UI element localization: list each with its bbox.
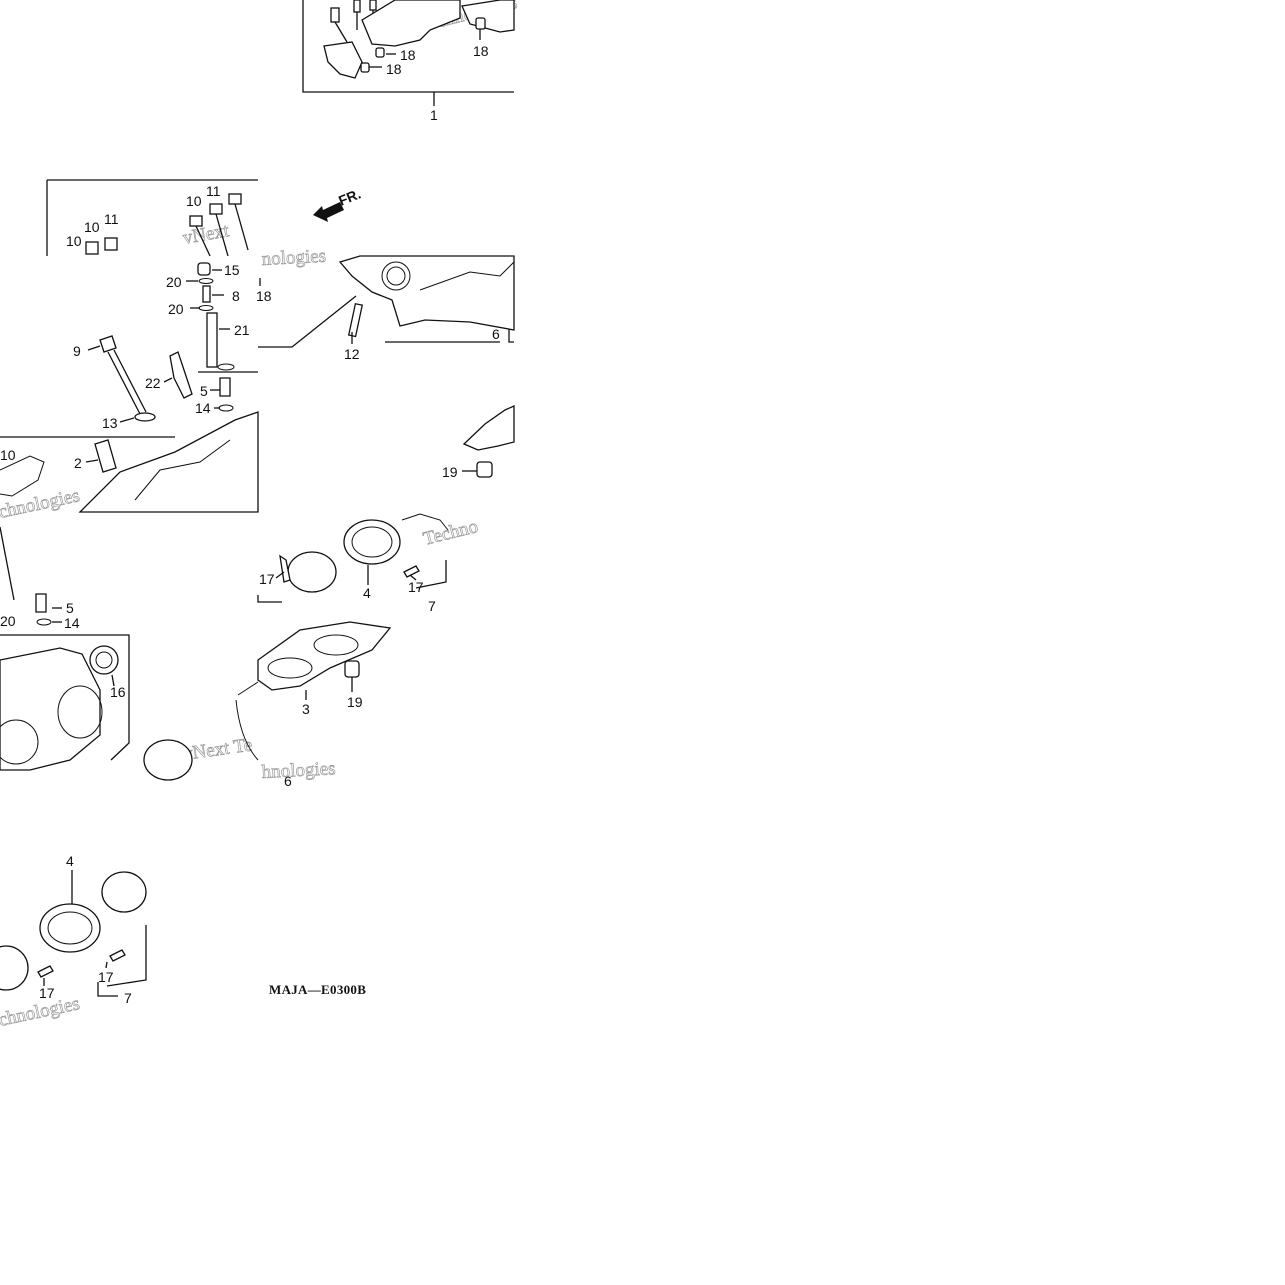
callout-18: 18 [256,288,272,304]
callout-19: 19 [347,694,363,710]
frame-lines [0,0,514,997]
callout-12: 12 [344,346,360,362]
bolt [109,949,126,962]
callout-22: 22 [145,375,161,391]
bolt [403,565,420,578]
cam-bracket-left [323,41,363,79]
callout-14: 14 [64,615,80,631]
callout-3: 3 [302,701,310,717]
callout-7: 7 [124,990,132,1006]
callout-7: 7 [428,598,436,614]
callout-18: 18 [386,61,402,77]
dowel-pin [375,47,385,58]
cam-holder-top [361,0,461,47]
callout-17: 17 [39,985,55,1001]
callout-16: 16 [110,684,126,700]
watermark-text: Techno [421,516,480,550]
oil-seal [89,645,119,675]
drawing-code: MAJA—E0300B [269,982,366,997]
cylinder-head-rear [338,255,515,331]
dowel-pin [360,62,370,73]
callout-8: 8 [232,288,240,304]
temperature-sensor [219,377,231,397]
callout-18: 18 [473,43,489,59]
callout-15: 15 [224,262,240,278]
callout-4: 4 [363,585,371,601]
dowel-pin [344,660,360,678]
callout-10: 10 [0,447,16,463]
hose-clamp [0,945,29,991]
hose-clamp [101,871,147,913]
bolt-group-left [85,193,249,257]
callout-20: 20 [166,274,182,290]
dowel-sleeve [94,439,117,473]
washer [134,412,156,422]
hose-clamp [143,739,193,781]
watermark-text: vNext [181,220,231,249]
callout-17: 17 [259,571,275,587]
callout-17: 17 [98,969,114,985]
callout-6: 6 [284,773,292,789]
oil-control-orifice [197,262,211,276]
callout-17: 17 [408,579,424,595]
cylinder-head-front [78,411,259,513]
callout-14: 14 [195,400,211,416]
cam-holder-top-right [461,0,515,33]
callout-6: 6 [492,326,500,342]
mount-bracket [462,404,515,451]
callout-10: 10 [66,233,82,249]
stud-bolt [347,302,364,338]
part-drawings [0,0,515,991]
hose-clamp [287,551,337,593]
long-bolt [99,335,117,353]
callout-20: 20 [0,613,16,629]
dowel-pin [476,461,493,478]
bolt-group-top [330,0,377,43]
direction-label: FR. [336,185,363,208]
callout-13: 13 [102,415,118,431]
callout-10: 10 [186,193,202,209]
callout-18: 18 [400,47,416,63]
dowel-pin [475,17,486,30]
cylinder-head-lower [0,647,101,771]
callout-5: 5 [66,600,74,616]
callout-5: 5 [200,383,208,399]
spark-plug [169,351,193,399]
callout-20: 20 [168,301,184,317]
leader-lines [43,29,481,986]
bolt [37,965,54,978]
callout-4: 4 [66,853,74,869]
callout-labels: 18 18 18 1 10 11 10 11 10 FR. 15 20 8 20… [0,43,500,1006]
cylinder-head-gasket [257,621,392,691]
callout-21: 21 [234,322,250,338]
intake-joint [39,903,101,953]
watermark-text: hnologies [261,758,336,783]
watermark-text: nologies [261,246,326,270]
callout-1: 1 [430,107,438,123]
callout-11: 11 [104,211,119,227]
callout-11: 11 [206,183,221,199]
watermark-text: chnologies [0,485,82,523]
oil-pipe [206,312,218,368]
callout-10: 10 [84,219,100,235]
callout-2: 2 [74,455,82,471]
front-direction-arrow [313,202,344,222]
temperature-sensor [35,593,47,613]
callout-9: 9 [73,343,81,359]
callout-19: 19 [442,464,458,480]
